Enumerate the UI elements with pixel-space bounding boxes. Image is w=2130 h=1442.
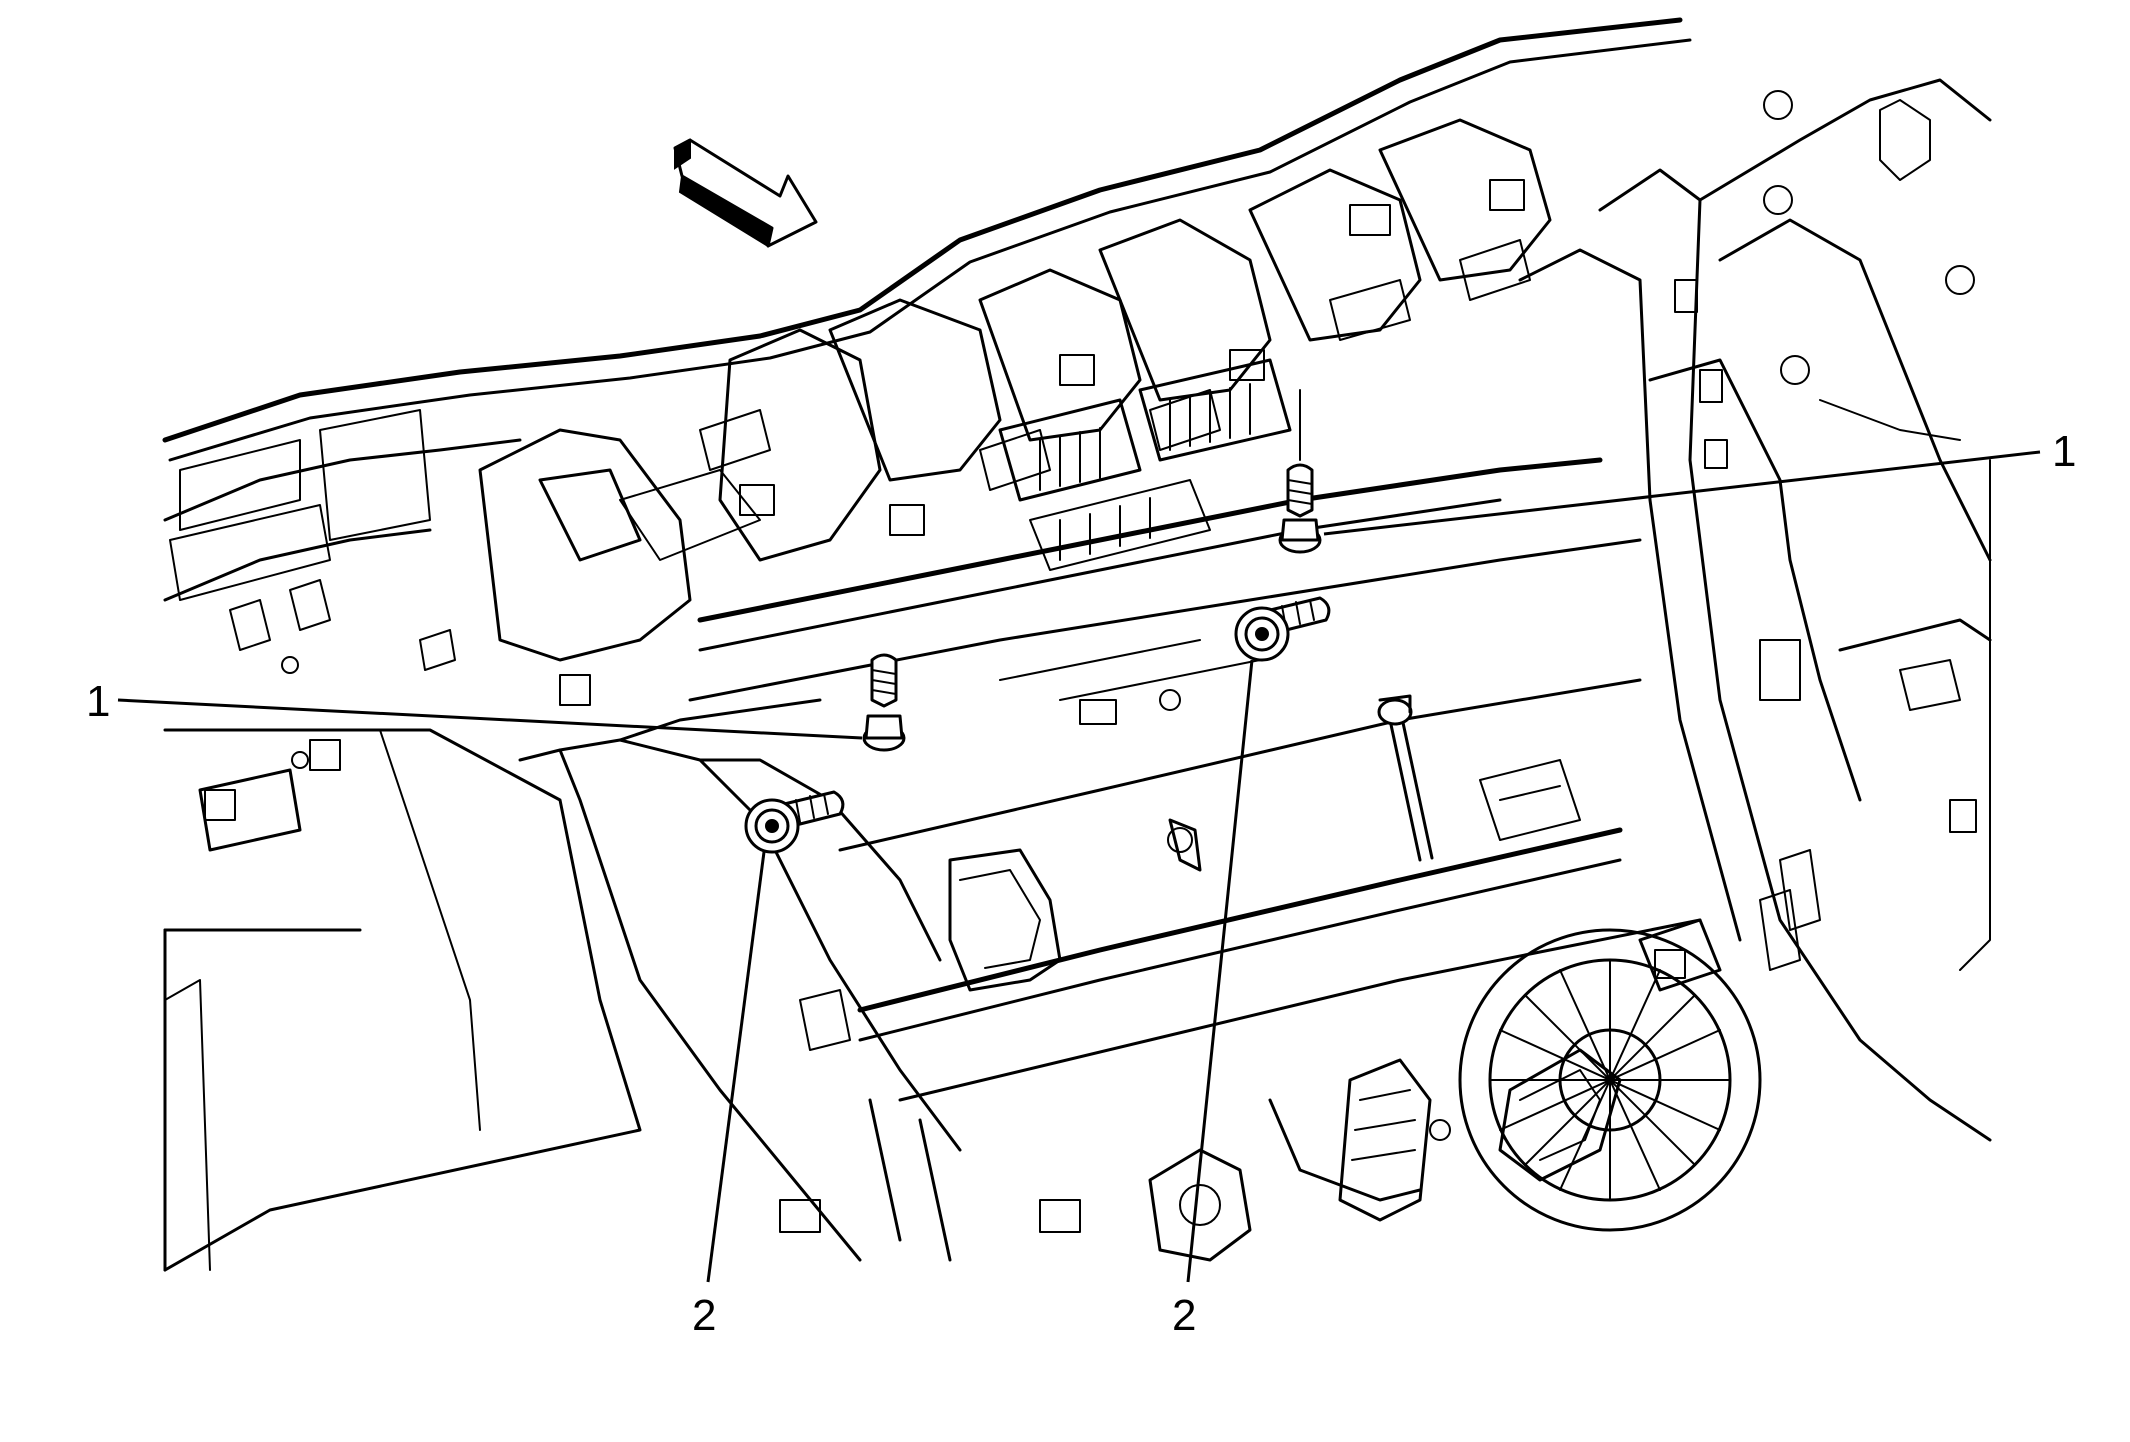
instrument-panel-upper	[162, 17, 1692, 769]
right-side-bracket	[1518, 78, 1992, 1142]
callout-label-1-left: 1	[86, 677, 110, 726]
cross-car-beam	[688, 457, 1702, 1102]
fastener-bolt-2-lower	[744, 790, 845, 854]
callout-label-2-left: 2	[692, 1291, 716, 1340]
fastener-bolt-2-upper	[1234, 596, 1331, 662]
blower-motor	[1338, 918, 1762, 1232]
callout-labels: 1 1 2 2	[86, 427, 2076, 1340]
callout-label-1-right: 1	[2052, 427, 2076, 476]
wiring-connectors	[998, 358, 1292, 571]
linkage-rod	[1377, 694, 1434, 862]
left-trim-panel	[163, 728, 642, 1272]
fastener-bolt-1-upper	[1278, 389, 1322, 554]
fastener-bolt-1-lower	[862, 653, 906, 752]
direction-arrow-icon	[673, 138, 818, 248]
upper-bracket-assembly	[478, 118, 1552, 706]
callout-label-2-right: 2	[1172, 1291, 1196, 1340]
center-console-bracket	[518, 698, 1451, 1262]
leader-lines	[117, 450, 2041, 1283]
